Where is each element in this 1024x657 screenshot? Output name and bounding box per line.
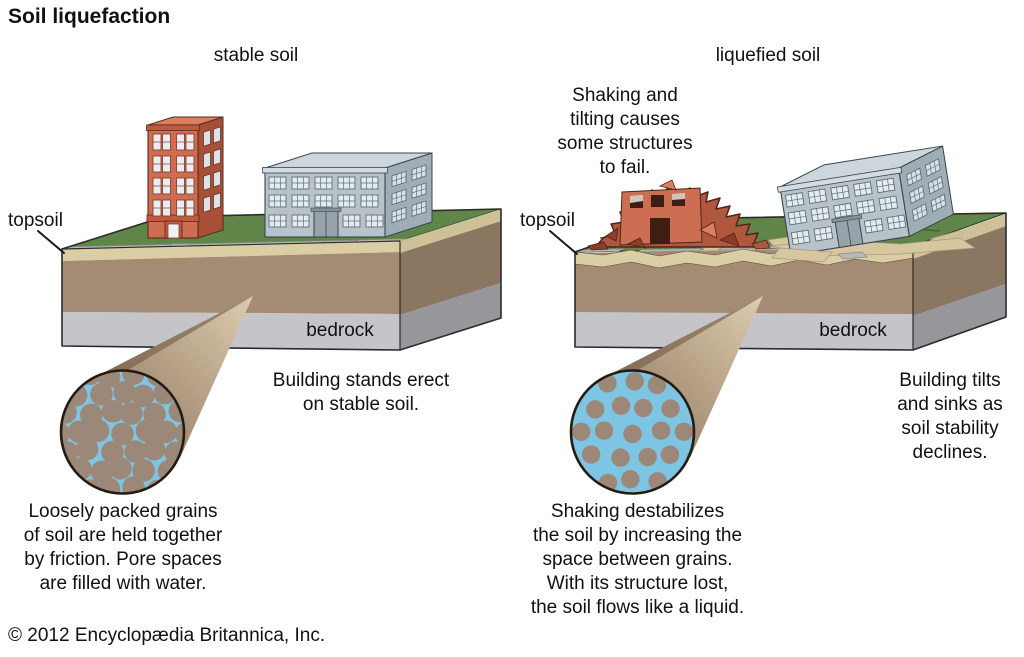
topsoil-pointer-line (37, 230, 65, 254)
copyright-line: © 2012 Encyclopædia Britannica, Inc. (8, 625, 326, 646)
building-note-liquefied: Building tilts and sinks as soil stabili… (897, 370, 1003, 463)
door-opening (650, 218, 670, 244)
cone-shadow-edge (605, 296, 763, 383)
debris-shard (699, 221, 718, 239)
topsoil-label-stable: topsoil (8, 210, 63, 231)
magnifier-note-stable: Loosely packed grains of soil are held t… (23, 501, 223, 594)
debris-shard (587, 241, 609, 251)
bedrock-label-stable: bedrock (306, 320, 374, 341)
soil-layer-front (62, 252, 400, 314)
brick-apartment-building (146, 116, 224, 239)
debris-shard (751, 239, 771, 250)
tilted-office-building (776, 145, 954, 256)
bedrock-layer-side (400, 283, 501, 350)
soil-layer-side (400, 221, 501, 315)
office-building (262, 152, 433, 238)
window-glint (630, 195, 643, 203)
cone (95, 296, 253, 458)
failure-note: Shaking and tilting causes some structur… (557, 85, 693, 178)
debris-shard (605, 227, 619, 242)
magnifier-note-liquefied: Shaking destabilizes the soil by increas… (530, 501, 745, 618)
broken-window (651, 195, 664, 207)
topsoil-layer-side (400, 209, 501, 253)
bedrock-label-liquefied: bedrock (819, 320, 887, 341)
collapsed-building-rubble (587, 179, 771, 251)
liquefied-soil-heading: liquefied soil (715, 45, 821, 66)
topsoil-label-liquefied: topsoil (520, 210, 575, 231)
window-glint (672, 193, 685, 200)
debris-shard (658, 179, 677, 191)
topsoil-layer-front (62, 241, 400, 261)
debris-shard (626, 237, 646, 249)
cone-shadow-edge (95, 296, 253, 383)
soil-layer-side (913, 226, 1006, 316)
magnifier-ring (59, 369, 186, 495)
broken-slab (837, 251, 868, 260)
topsoil-pointer-line (549, 230, 578, 255)
cone (605, 296, 763, 458)
magnifier-cone-liquefied (605, 296, 763, 458)
block-top-edge (61, 240, 401, 250)
bedrock-layer-side (913, 284, 1006, 350)
building-note-stable: Building stands erect on stable soil. (272, 370, 450, 415)
broken-sidewalk (635, 248, 705, 253)
stable-soil-heading: stable soil (213, 45, 299, 66)
magnifier-cone-stable (95, 296, 253, 458)
sink-sand-over (771, 247, 833, 263)
magnifier-ring (569, 369, 696, 495)
page-title: Soil liquefaction (8, 5, 171, 28)
debris-shard (718, 232, 740, 247)
